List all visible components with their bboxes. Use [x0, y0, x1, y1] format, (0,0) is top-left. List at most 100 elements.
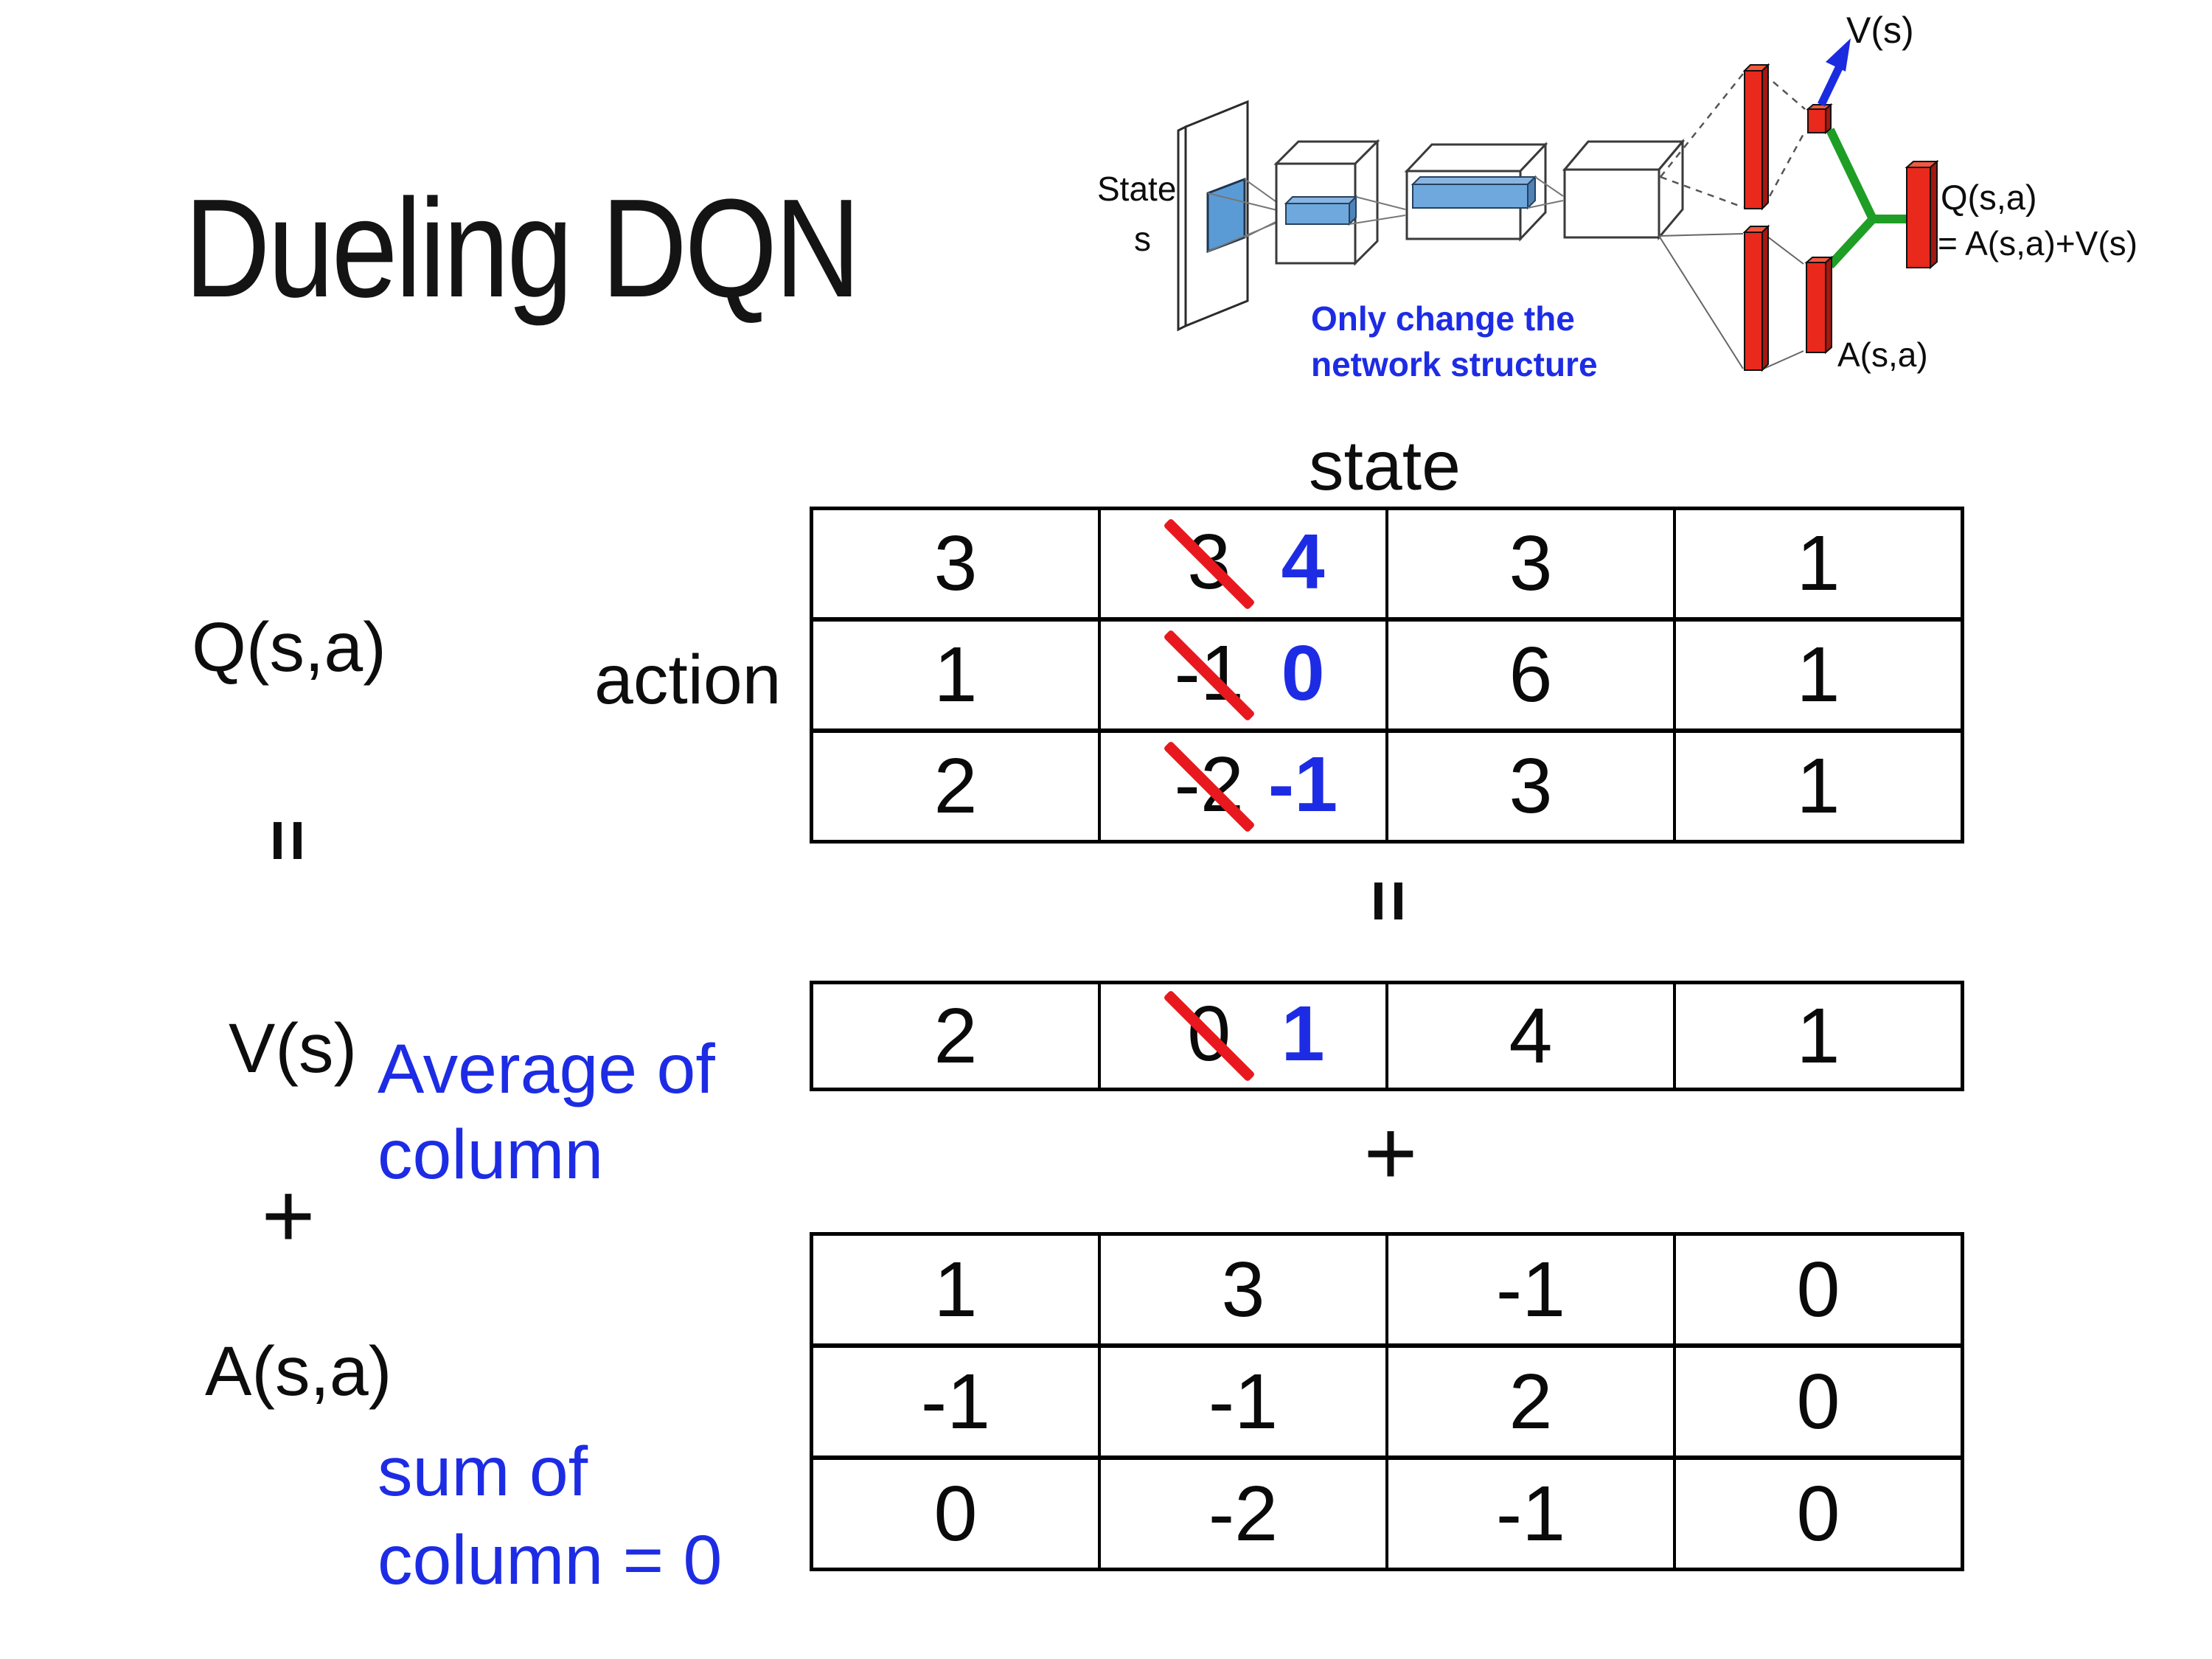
fc-bar-advantage-hidden	[1742, 224, 1770, 372]
table-cell: 0	[1673, 1236, 1961, 1343]
page-title: Dueling DQN	[184, 170, 860, 327]
table-cell: 0	[813, 1460, 1098, 1568]
conv-box-3	[1562, 138, 1686, 241]
sum-note-line1: sum of	[378, 1433, 588, 1511]
conv-box-1	[1273, 139, 1380, 266]
table-cell: 6	[1385, 622, 1673, 728]
table-cell: 1	[1673, 733, 1961, 840]
vs-arrow-icon	[1818, 38, 1851, 107]
table-cell: 1	[813, 622, 1098, 728]
q-function-label: Q(s,a)	[192, 608, 386, 686]
cell-value: 3	[1509, 520, 1553, 607]
table-cell: 2	[1385, 1348, 1673, 1455]
feature-bar-1	[1284, 195, 1358, 226]
table-cell: 1	[813, 1236, 1098, 1343]
v-function-label: V(s)	[229, 1009, 358, 1088]
table-cell-corrected: 0 1	[1098, 984, 1385, 1088]
table-cell: 0	[1673, 1460, 1961, 1568]
cell-value: -1	[1495, 1245, 1566, 1333]
diagram-vs-label: V(s)	[1846, 10, 1914, 51]
dueling-network-diagram: State s V(s) Q(s,a) = A(s,a)+V(s) A(s,a)…	[1097, 10, 2138, 383]
sum-note-line2: column = 0	[378, 1521, 723, 1599]
corrected-value: 4	[1281, 518, 1325, 605]
table-row: 1 3 -1 0	[813, 1236, 1961, 1343]
cell-value: 3	[1509, 742, 1553, 830]
fc-bar-value-hidden	[1742, 63, 1770, 211]
conv-filter-patch	[1206, 177, 1246, 254]
cell-value: 1	[1796, 742, 1840, 830]
average-note-line1: Average of	[378, 1030, 715, 1108]
value-stream-dashed-lines	[1660, 73, 1806, 209]
table-cell: 1	[1673, 510, 1961, 617]
cell-value: 2	[933, 992, 978, 1079]
q-output-bar	[1905, 159, 1939, 270]
advantage-table: 1 3 -1 0 -1 -1 2 0 0 -2 -1 0	[810, 1232, 1964, 1571]
diagram-q-formula: = A(s,a)+V(s)	[1938, 224, 2138, 262]
average-note-line2: column	[378, 1116, 604, 1194]
table-row: 2 -2 -1 3 1	[813, 728, 1961, 840]
cell-value: 6	[1509, 631, 1553, 718]
table-cell: -1	[813, 1348, 1098, 1455]
cell-value: -1	[920, 1357, 991, 1445]
cell-value: 3	[1221, 1245, 1265, 1333]
table-cell: 4	[1385, 984, 1673, 1088]
cell-value: -1	[1208, 1357, 1279, 1445]
cell-value: 1	[1796, 631, 1840, 718]
diagram-state-label: State	[1097, 170, 1176, 208]
advantage-stream-lines	[1658, 233, 1804, 369]
cell-value: 3	[933, 520, 978, 607]
cell-value: 0	[933, 1470, 978, 1557]
diagram-state-sub: s	[1134, 220, 1151, 258]
table-cell: -1	[1385, 1236, 1673, 1343]
advantage-vector-bar	[1804, 255, 1834, 355]
cell-value: 0	[1796, 1357, 1840, 1445]
table-row: 1 -1 0 6 1	[813, 617, 1961, 728]
table-row: 0 -2 -1 0	[813, 1455, 1961, 1568]
cell-value: 1	[933, 631, 978, 718]
diagram-note-line2: network structure	[1311, 345, 1598, 383]
table-cell: 1	[1673, 622, 1961, 728]
q-value-table: 3 3 4 3 1 1 -1 0 6 1 2 -2 -1 3 1	[810, 507, 1964, 844]
corrected-value: 1	[1281, 990, 1325, 1078]
table-cell-corrected: -1 0	[1098, 622, 1385, 728]
table-row: 3 3 4 3 1	[813, 510, 1961, 617]
value-node-box	[1806, 102, 1833, 135]
plus-sign-left: +	[261, 1164, 316, 1267]
cell-value: 2	[933, 742, 978, 830]
action-axis-label: action	[594, 641, 782, 719]
cell-value: -1	[1495, 1470, 1566, 1557]
diagram-asa-label: A(s,a)	[1837, 335, 1928, 374]
diagram-note-line1: Only change the	[1311, 299, 1575, 338]
cell-value: 0	[1796, 1245, 1840, 1333]
table-cell: 2	[813, 984, 1098, 1088]
table-cell-corrected: 3 4	[1098, 510, 1385, 617]
table-cell: 0	[1673, 1348, 1961, 1455]
conv-fan-lines-2	[1349, 196, 1406, 225]
table-cell: 1	[1673, 984, 1961, 1088]
table-cell: -2	[1098, 1460, 1385, 1568]
table-row: 2 0 1 4 1	[813, 984, 1961, 1088]
plus-sign-mid: +	[1363, 1102, 1418, 1205]
cell-value: 1	[933, 1245, 978, 1333]
cell-value: 1	[1796, 520, 1840, 607]
cell-value: -2	[1208, 1470, 1279, 1557]
state-value-table: 2 0 1 4 1	[810, 981, 1964, 1091]
table-cell-corrected: -2 -1	[1098, 733, 1385, 840]
table-cell: 3	[1385, 510, 1673, 617]
corrected-value: -1	[1267, 740, 1338, 828]
table-cell: -1	[1098, 1348, 1385, 1455]
table-row: -1 -1 2 0	[813, 1343, 1961, 1455]
conv-fan-lines-3	[1527, 176, 1564, 209]
feature-bar-2	[1411, 175, 1537, 210]
sum-join-connector	[1826, 128, 1907, 269]
diagram-qsa-label: Q(s,a)	[1941, 178, 2037, 217]
equals-sign-mid: =	[1347, 879, 1430, 923]
corrected-value: 0	[1281, 629, 1325, 717]
cell-value: 1	[1796, 992, 1840, 1079]
equals-sign-left: =	[246, 818, 330, 863]
table-cell: 3	[1098, 1236, 1385, 1343]
table-cell: -1	[1385, 1460, 1673, 1568]
state-axis-label: state	[1309, 427, 1461, 505]
a-function-label: A(s,a)	[205, 1332, 392, 1411]
